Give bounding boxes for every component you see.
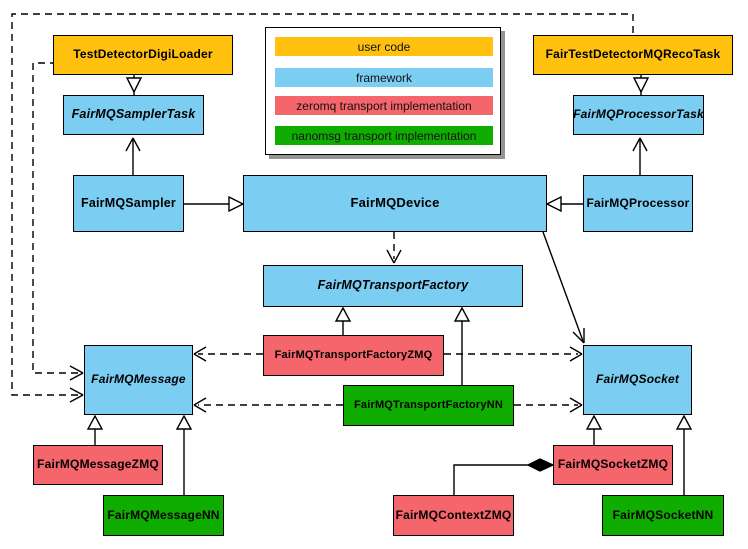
edge-socketnn-socket-inheritance — [675, 414, 693, 495]
node-label: FairMQContextZMQ — [395, 507, 512, 522]
legend-label: user code — [357, 39, 411, 54]
edge-processor-device-inheritance — [545, 195, 583, 213]
edge-recotask-processortask-inheritance — [632, 75, 650, 95]
node-fairmqmessagenn: FairMQMessageNN — [103, 495, 224, 536]
node-fairmqsocket: FairMQSocket — [583, 345, 692, 415]
legend-item-zeromq: zeromq transport implementation — [275, 96, 493, 115]
node-fairtestdetectormqrecotask: FairTestDetectorMQRecoTask — [533, 35, 733, 75]
legend-label: framework — [355, 70, 412, 85]
node-fairmqsocketnn: FairMQSocketNN — [602, 495, 724, 536]
edge-tfzmq-socket-dependency — [444, 346, 583, 362]
edge-tfnn-transportfactory-inheritance — [453, 306, 471, 385]
node-label: FairTestDetectorMQRecoTask — [545, 47, 721, 62]
node-label: FairMQSocket — [595, 372, 680, 387]
node-label: FairMQSocketNN — [612, 507, 714, 522]
node-label: FairMQSamplerTask — [71, 107, 196, 122]
node-fairmqtransportfactoryzmq: FairMQTransportFactoryZMQ — [263, 335, 444, 376]
edge-digiloader-message-dependency — [32, 62, 84, 381]
node-fairmqmessagezmq: FairMQMessageZMQ — [33, 445, 163, 485]
node-label: FairMQSampler — [81, 195, 176, 210]
edge-socketzmq-socket-inheritance — [585, 414, 603, 445]
edge-tfzmq-transportfactory-inheritance — [334, 306, 352, 335]
edge-sampler-device-inheritance — [184, 195, 245, 213]
edge-messagenn-message-inheritance — [175, 414, 193, 495]
node-label: FairMQSocketZMQ — [557, 457, 669, 472]
edge-recotask-message-dependency — [11, 13, 634, 403]
edge-processor-processortask-association — [632, 137, 648, 175]
node-label: FairMQTransportFactoryZMQ — [274, 349, 433, 362]
node-fairmqprocessortask: FairMQProcessorTask — [573, 95, 704, 135]
node-fairmqtransportfactorynn: FairMQTransportFactoryNN — [343, 385, 514, 426]
legend-item-nanomsg: nanomsg transport implementation — [275, 126, 493, 145]
legend-label: zeromq transport implementation — [296, 98, 472, 113]
edge-tfzmq-message-dependency — [193, 346, 263, 362]
edge-contextzmq-socketzmq-composition — [453, 458, 555, 495]
node-fairmqtransportfactory: FairMQTransportFactory — [263, 265, 523, 307]
node-fairmqprocessor: FairMQProcessor — [583, 175, 693, 232]
node-fairmqsocketzmq: FairMQSocketZMQ — [553, 445, 673, 485]
legend-item-framework: framework — [275, 68, 493, 87]
node-fairmqcontextzmq: FairMQContextZMQ — [393, 495, 514, 536]
legend-item-user-code: user code — [275, 37, 493, 56]
edge-device-transportfactory-dependency — [386, 232, 402, 264]
node-label: FairMQMessageZMQ — [37, 457, 159, 472]
node-label: FairMQProcessor — [586, 195, 690, 210]
node-label: FairMQMessage — [91, 372, 186, 387]
node-fairmqsampler: FairMQSampler — [73, 175, 184, 232]
node-testdetectordigiloader: TestDetectorDigiLoader — [53, 35, 233, 75]
node-label: FairMQTransportFactoryNN — [353, 399, 504, 412]
node-label: FairMQTransportFactory — [317, 278, 469, 293]
edge-tfnn-socket-dependency — [514, 397, 583, 413]
node-label: FairMQMessageNN — [107, 507, 220, 522]
edge-digiloader-samplertask-inheritance — [125, 75, 143, 95]
node-fairmqmessage: FairMQMessage — [84, 345, 193, 415]
legend-label: nanomsg transport implementation — [291, 128, 477, 143]
edge-device-socket-association — [542, 231, 585, 344]
edge-messagezmq-message-inheritance — [86, 414, 104, 445]
node-fairmqsamplertask: FairMQSamplerTask — [63, 95, 204, 135]
node-fairmqdevice: FairMQDevice — [243, 175, 547, 232]
edge-tfnn-message-dependency — [193, 397, 343, 413]
node-label: FairMQProcessorTask — [573, 107, 704, 122]
legend: user code framework zeromq transport imp… — [265, 27, 501, 155]
node-label: FairMQDevice — [350, 195, 440, 211]
node-label: TestDetectorDigiLoader — [73, 47, 213, 62]
edge-sampler-samplertask-association — [125, 137, 141, 175]
